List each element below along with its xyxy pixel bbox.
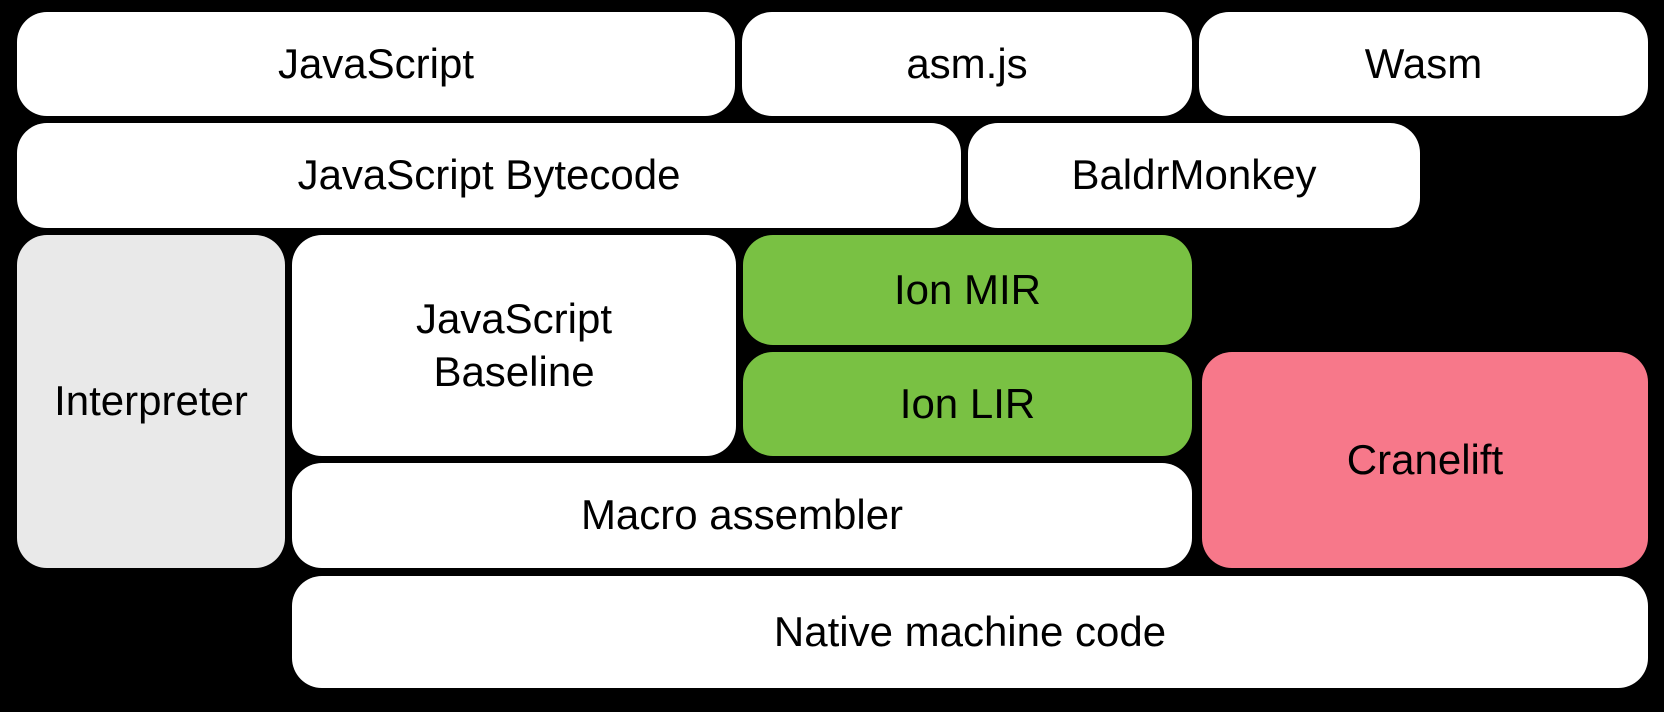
box-javascript-bytecode-label: JavaScript Bytecode bbox=[297, 151, 681, 199]
box-baldrmonkey-label: BaldrMonkey bbox=[1071, 151, 1317, 199]
box-javascript-baseline-label: JavaScript Baseline bbox=[415, 295, 613, 395]
box-javascript-baseline: JavaScript Baseline bbox=[292, 235, 736, 456]
box-cranelift-label: Cranelift bbox=[1346, 435, 1504, 483]
box-ion-mir-label: Ion MIR bbox=[893, 265, 1042, 313]
box-javascript-bytecode: JavaScript Bytecode bbox=[17, 123, 961, 228]
box-ion-mir: Ion MIR bbox=[743, 235, 1192, 345]
box-asmjs-label: asm.js bbox=[906, 39, 1028, 87]
box-interpreter: Interpreter bbox=[17, 235, 285, 568]
box-native-machine-code-label: Native machine code bbox=[773, 607, 1167, 655]
box-javascript: JavaScript bbox=[17, 12, 735, 116]
box-ion-lir-label: Ion LIR bbox=[899, 379, 1036, 427]
box-asmjs: asm.js bbox=[742, 12, 1192, 116]
box-javascript-label: JavaScript bbox=[277, 39, 475, 87]
box-interpreter-label: Interpreter bbox=[54, 377, 248, 425]
box-macro-assembler: Macro assembler bbox=[292, 463, 1192, 568]
box-baldrmonkey: BaldrMonkey bbox=[968, 123, 1420, 228]
box-wasm-label: Wasm bbox=[1364, 39, 1483, 87]
box-macro-assembler-label: Macro assembler bbox=[580, 491, 904, 539]
box-native-machine-code: Native machine code bbox=[292, 576, 1648, 688]
box-cranelift: Cranelift bbox=[1202, 352, 1648, 568]
box-wasm: Wasm bbox=[1199, 12, 1648, 116]
box-ion-lir: Ion LIR bbox=[743, 352, 1192, 456]
